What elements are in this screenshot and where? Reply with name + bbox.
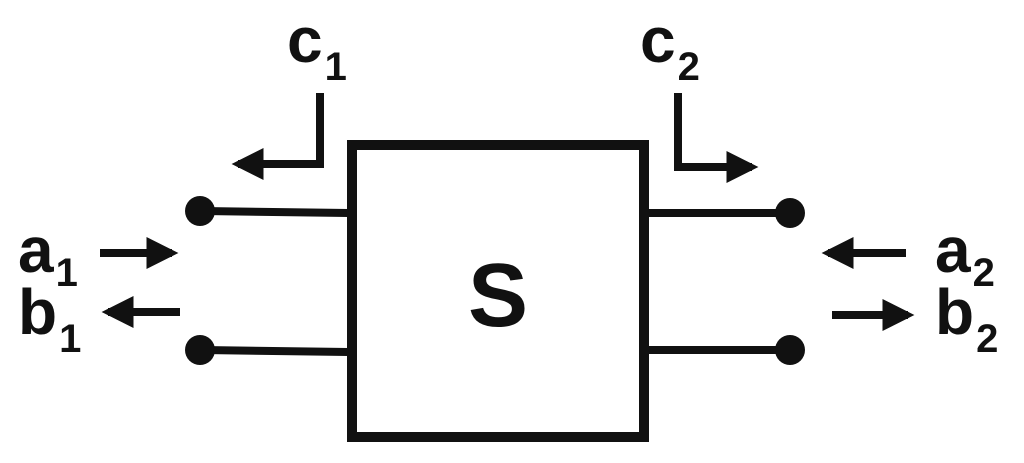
port1-terminals (185, 196, 349, 365)
port1-top-lead (202, 207, 349, 217)
c1-label: c1 (287, 4, 347, 89)
a1-label: a1 (18, 214, 78, 295)
b1-label: b1 (18, 276, 81, 361)
port2-terminals (648, 198, 805, 365)
c1-arrow (231, 93, 324, 180)
port1-top-terminal (185, 196, 215, 226)
port2-bottom-terminal (775, 335, 805, 365)
c2-arrow (674, 93, 759, 183)
a2-label: a2 (935, 214, 995, 295)
b2-label: b2 (935, 276, 998, 361)
port2-top-terminal (775, 198, 805, 228)
port1-bottom-terminal (185, 335, 215, 365)
s-block-label: S (468, 246, 528, 346)
s-block (347, 140, 649, 442)
port1-bottom-lead (202, 346, 349, 356)
c2-label: c2 (640, 4, 700, 89)
